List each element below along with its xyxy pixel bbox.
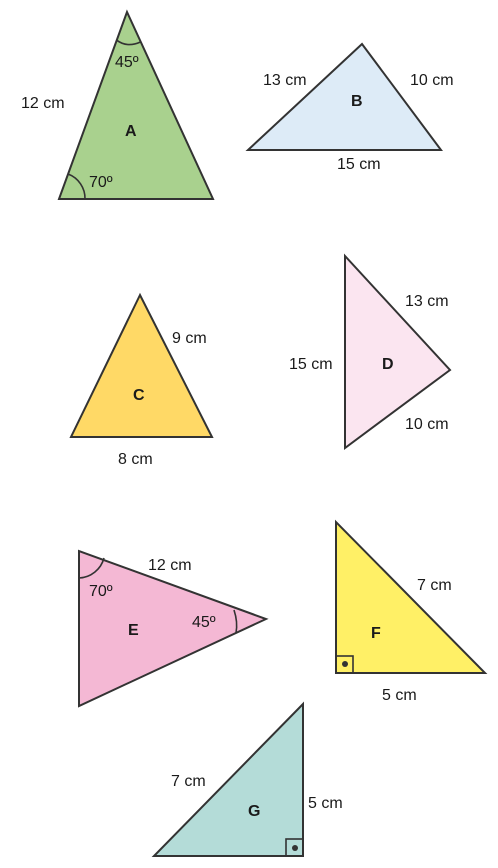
triangle-b-shape	[245, 42, 443, 151]
triangle-f: 7 cm 5 cm F	[335, 519, 488, 704]
triangle-a-top-angle-arc	[116, 39, 141, 46]
triangle-e: 12 cm 70º 45º E	[78, 549, 269, 708]
triangle-f-shape	[335, 519, 488, 674]
triangle-a-side-left-label: 12 cm	[21, 95, 65, 112]
triangle-b-side-right-label: 10 cm	[410, 72, 454, 89]
triangle-e-letter: E	[128, 622, 139, 639]
triangle-g-letter: G	[248, 803, 260, 820]
triangle-a-shape	[57, 9, 215, 200]
triangle-e-side-top-label: 12 cm	[148, 557, 192, 574]
triangle-c-letter: C	[133, 387, 145, 404]
right-angle-marker-icon	[335, 655, 354, 674]
triangle-a-letter: A	[125, 123, 137, 140]
triangle-g: 7 cm 5 cm G	[151, 701, 343, 857]
triangle-c-shape	[69, 292, 214, 438]
triangle-b-letter: B	[351, 93, 363, 110]
triangle-e-right-angle-arc	[233, 609, 238, 634]
triangle-d: 13 cm 15 cm 10 cm D	[289, 253, 452, 450]
right-angle-dot-icon	[342, 661, 348, 667]
triangle-b-side-left-label: 13 cm	[263, 72, 307, 89]
triangle-d-side-top-label: 13 cm	[405, 293, 449, 310]
triangle-g-side-right-label: 5 cm	[308, 795, 343, 812]
triangle-e-angle-left-label: 70º	[89, 583, 113, 600]
triangle-g-shape	[151, 701, 304, 857]
triangle-c-side-bottom-label: 8 cm	[118, 451, 153, 468]
triangle-g-side-hyp-label: 7 cm	[171, 773, 206, 790]
triangle-b-side-bottom-label: 15 cm	[337, 156, 381, 173]
triangle-d-letter: D	[382, 356, 394, 373]
triangle-f-side-hyp-label: 7 cm	[417, 577, 452, 594]
triangle-e-left-angle-arc	[78, 557, 105, 579]
triangle-c-side-right-label: 9 cm	[172, 330, 207, 347]
triangle-f-letter: F	[371, 625, 381, 642]
triangle-a-angle-top-label: 45º	[115, 54, 139, 71]
triangle-c: 9 cm 8 cm C	[69, 292, 214, 468]
triangle-a-bottom-angle-arc	[67, 173, 86, 200]
triangle-f-side-bottom-label: 5 cm	[382, 687, 417, 704]
triangle-d-side-left-label: 15 cm	[289, 356, 333, 373]
triangle-d-side-bottom-label: 10 cm	[405, 416, 449, 433]
right-angle-marker-icon	[285, 838, 304, 857]
right-angle-dot-icon	[292, 845, 298, 851]
triangle-e-angle-right-label: 45º	[192, 614, 216, 631]
triangle-b: 13 cm 10 cm 15 cm B	[245, 42, 454, 173]
triangle-d-shape	[344, 253, 452, 450]
triangle-a-angle-bottom-label: 70º	[89, 174, 113, 191]
triangle-e-shape	[78, 549, 269, 708]
triangle-a: 45º 70º 12 cm A	[21, 9, 215, 200]
